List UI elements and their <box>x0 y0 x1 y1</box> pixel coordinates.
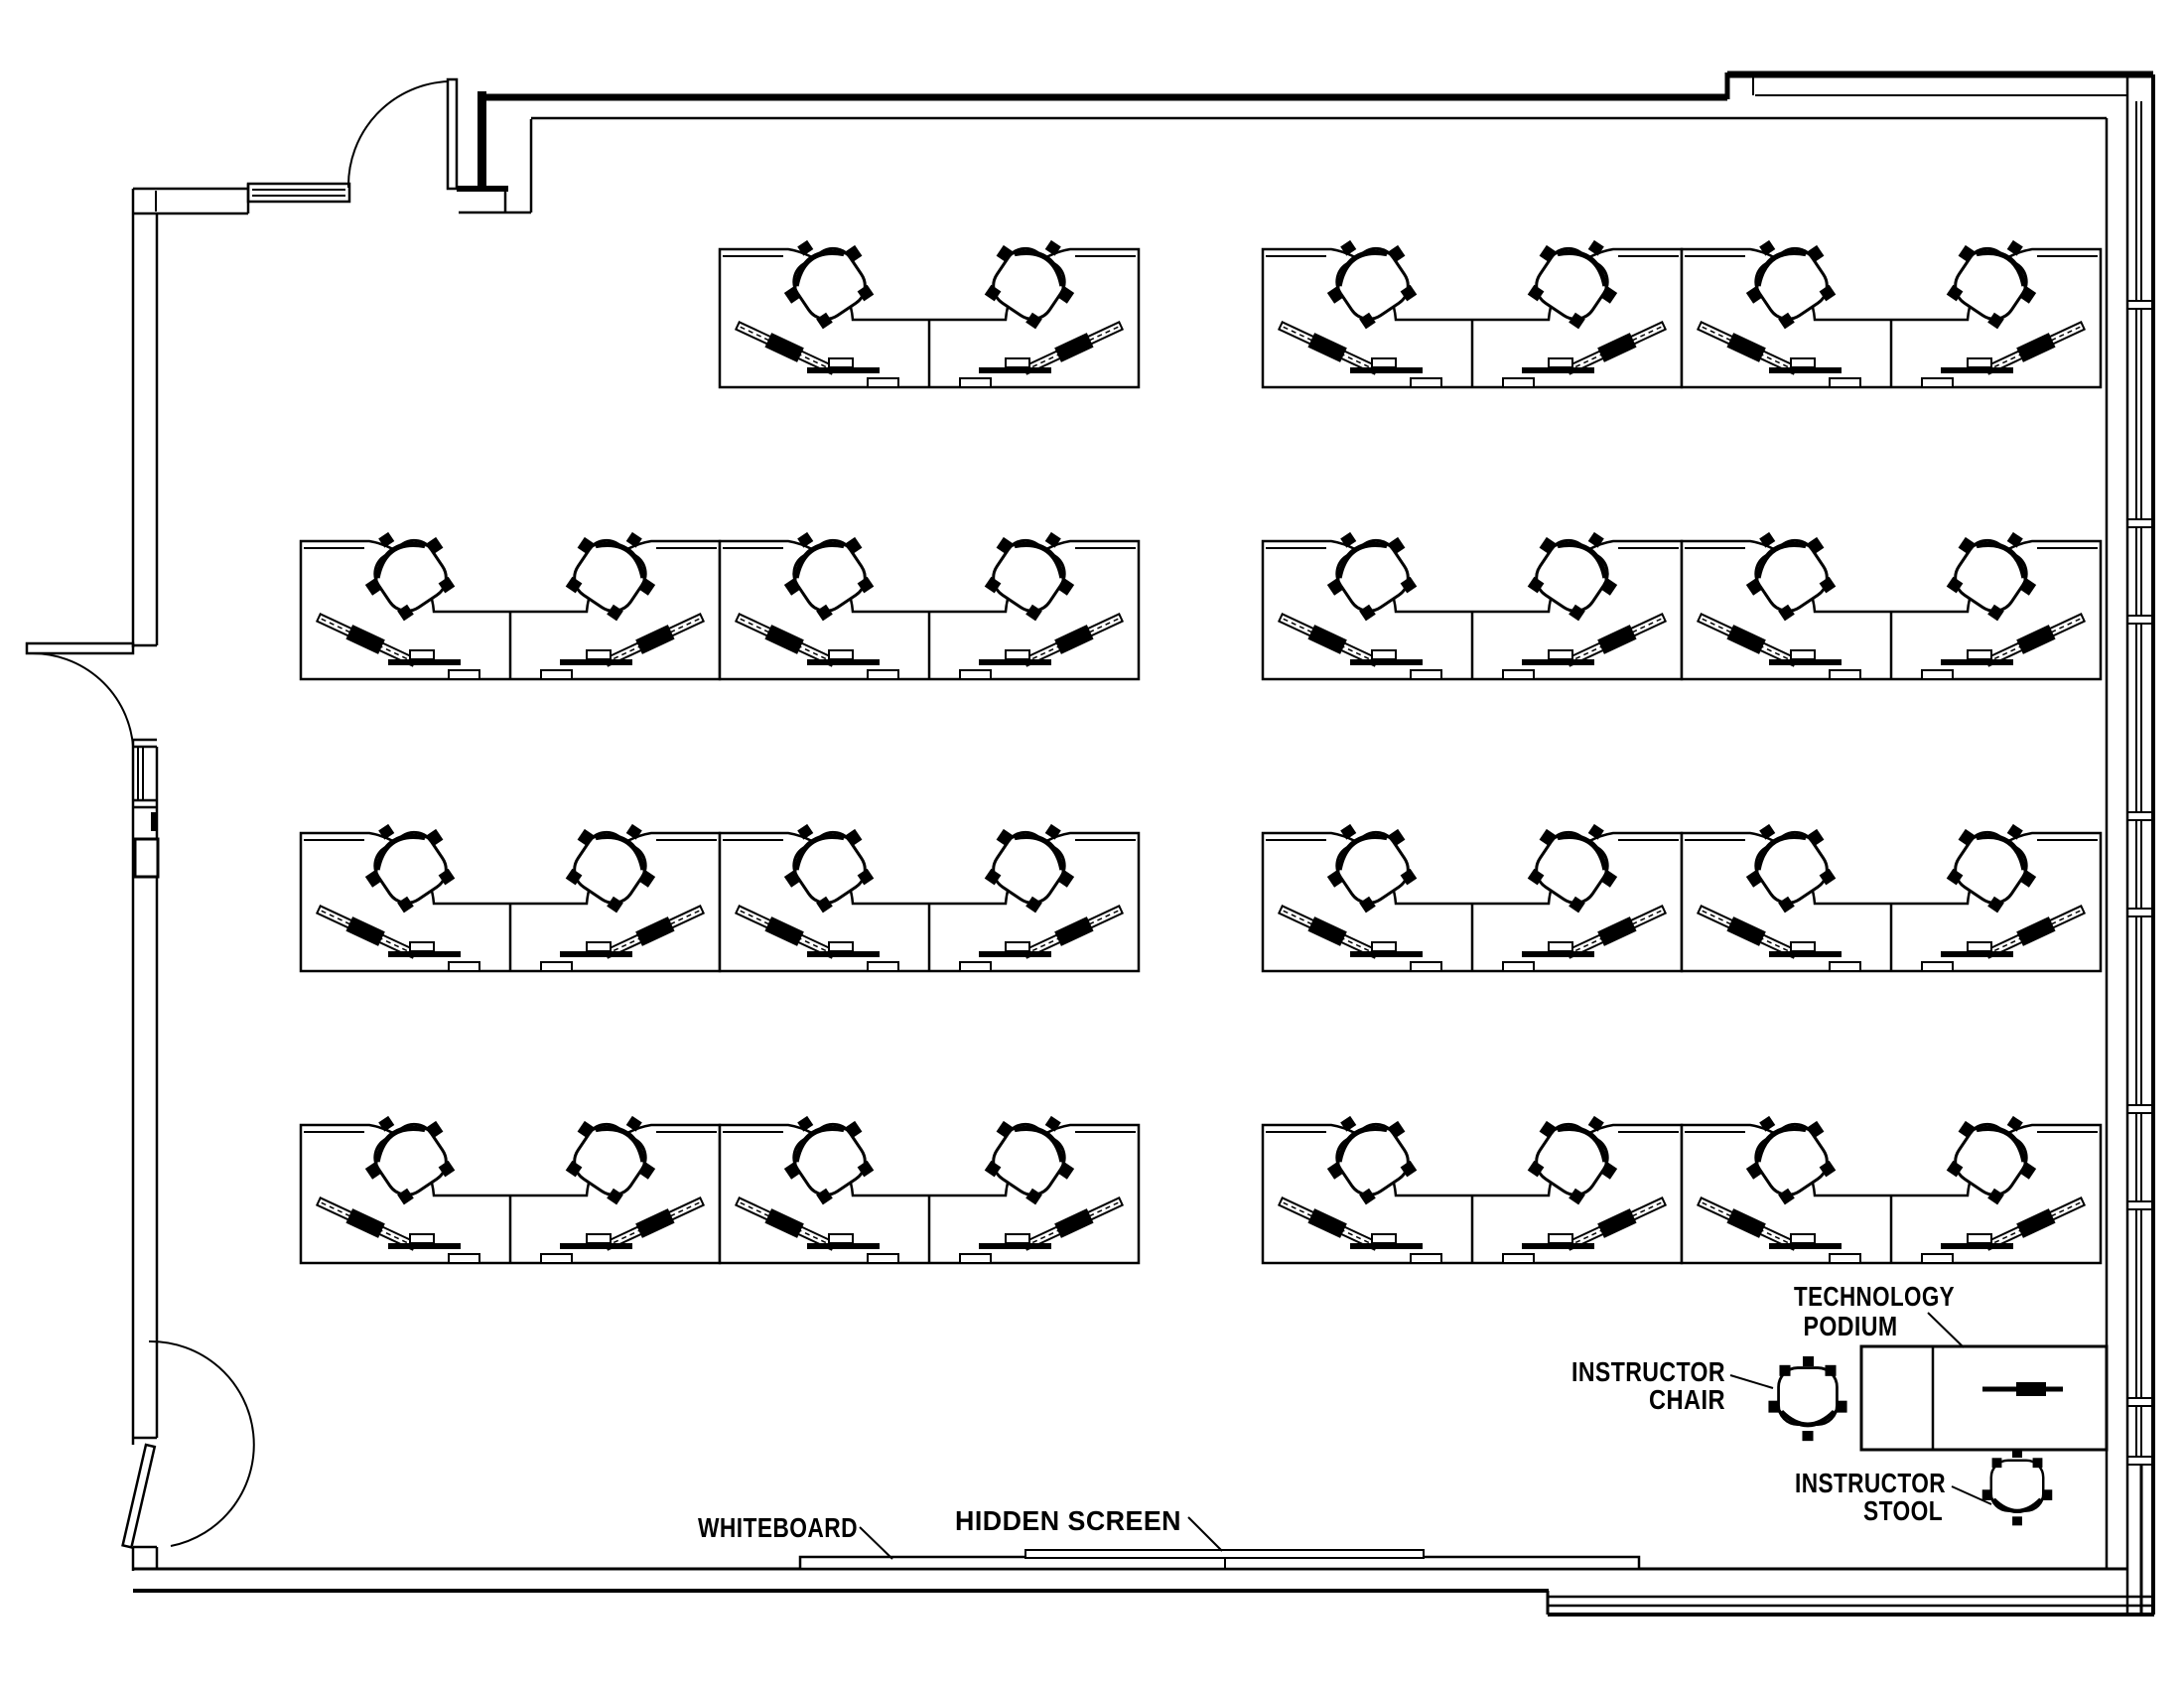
task-chair-icon <box>1980 1457 2054 1527</box>
walls-layer <box>25 70 2155 1617</box>
instructor-chair <box>1767 1363 1848 1443</box>
leader-line <box>1951 1485 1992 1505</box>
workstation-cluster <box>1682 219 2101 387</box>
workstation-cluster <box>301 803 720 971</box>
leader-line <box>859 1526 893 1560</box>
entry-door-leaf <box>446 77 459 191</box>
left-wall-tab <box>151 812 158 831</box>
workstation-cluster <box>720 219 1139 387</box>
entry-door-swing-arc <box>346 80 450 189</box>
workstation-cluster <box>720 511 1139 679</box>
lower-door-swing-arc <box>148 1339 255 1547</box>
workstation-cluster <box>1263 511 1682 679</box>
label-instructor-chair: INSTRUCTOR <box>1571 1356 1725 1387</box>
hidden-screen <box>1024 1549 1425 1559</box>
annotations-layer: TECHNOLOGYPODIUMINSTRUCTORCHAIRINSTRUCTO… <box>698 1281 1992 1560</box>
task-chair-icon <box>1767 1363 1848 1443</box>
furniture-layer <box>301 219 2109 1571</box>
instructor-stool <box>1980 1457 2054 1527</box>
workstation-cluster <box>1682 803 2101 971</box>
label-instructor-stool: INSTRUCTOR <box>1795 1468 1946 1498</box>
workstation-cluster <box>301 511 720 679</box>
entry-sidelight <box>246 182 351 204</box>
label-hidden-screen: HIDDEN SCREEN <box>955 1505 1181 1536</box>
left-door-leaf <box>25 641 135 655</box>
workstation-cluster <box>1263 219 1682 387</box>
workstation-cluster <box>1263 1095 1682 1263</box>
leader-line <box>1927 1312 1965 1348</box>
label-technology-podium: TECHNOLOGY <box>1794 1281 1955 1312</box>
leader-line <box>1729 1374 1774 1389</box>
label-instructor-stool: STOOL <box>1863 1495 1943 1526</box>
workstation-cluster <box>1682 1095 2101 1263</box>
leader-line <box>1187 1516 1223 1552</box>
lower-door-leaf <box>121 1443 157 1549</box>
workstation-cluster <box>301 1095 720 1263</box>
workstation-cluster <box>1682 511 2101 679</box>
technology-podium <box>1859 1344 2109 1452</box>
workstation-cluster <box>720 803 1139 971</box>
left-wall-column <box>133 837 160 879</box>
left-door-swing-arc <box>30 651 134 747</box>
label-whiteboard: WHITEBOARD <box>698 1512 858 1543</box>
top-wall-corner-post <box>478 91 486 190</box>
workstation-cluster <box>1263 803 1682 971</box>
workstation-cluster <box>720 1095 1139 1263</box>
label-instructor-chair: CHAIR <box>1649 1384 1725 1415</box>
label-technology-podium: PODIUM <box>1804 1311 1898 1341</box>
